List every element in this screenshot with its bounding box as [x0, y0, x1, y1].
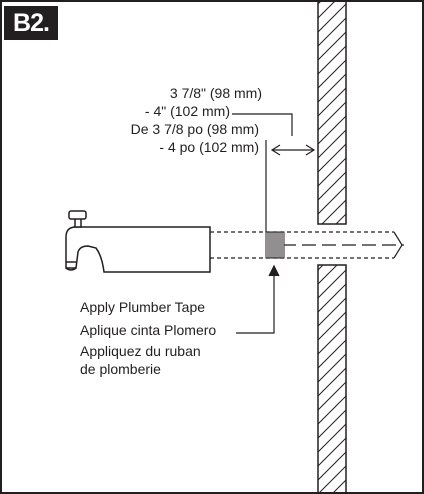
pipe — [210, 231, 404, 259]
tape-instruction-es: Aplique cinta Plomero — [80, 322, 217, 338]
dimension-line-4: - 4 po (102 mm) — [159, 139, 259, 155]
tape-instruction-en: Apply Plumber Tape — [80, 299, 206, 315]
tape-callout-leader — [236, 264, 280, 334]
tub-spout — [65, 210, 211, 273]
dimension-arrowhead-left — [270, 144, 281, 156]
spout-mouth — [65, 267, 77, 271]
wall-upper — [317, 0, 347, 225]
dimension-leader — [232, 113, 293, 136]
dimension-arrowhead-right — [305, 144, 316, 156]
pipe-break-end — [393, 231, 403, 259]
dimension-line-2: - 4" (102 mm) — [144, 103, 230, 119]
dimension-marker — [232, 113, 316, 232]
wall — [317, 0, 347, 494]
diverter-knob — [68, 210, 87, 220]
step-badge: B2. — [4, 6, 58, 40]
dimension-line-1: 3 7/8" (98 mm) — [169, 85, 262, 101]
threaded-section — [265, 231, 285, 259]
tape-instruction-fr-2: de plomberie — [80, 361, 161, 377]
dimension-line-3: De 3 7/8 po (98 mm) — [130, 121, 259, 137]
spout-body — [65, 226, 211, 273]
wall-lower — [317, 264, 347, 494]
tape-instruction-fr-1: Appliquez du ruban — [80, 343, 201, 359]
